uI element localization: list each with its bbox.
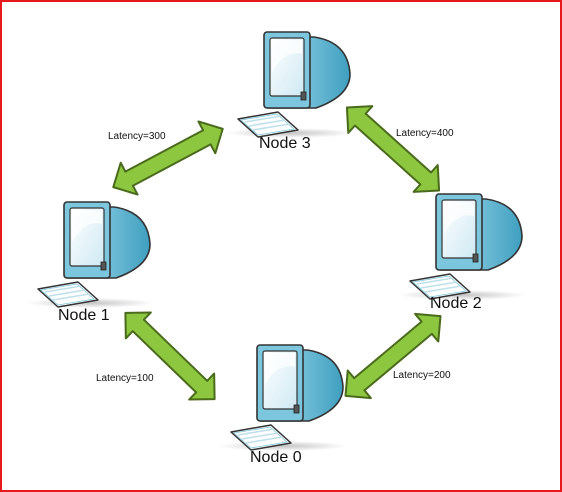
computer-icon-node1 (25, 201, 155, 309)
link-arrow-node3-node1 (22, 0, 222, 78)
latency-label-2-0: Latency=200 (393, 370, 451, 381)
double-arrow-icon-2-0 (344, 312, 442, 400)
node1-label: Node 1 (58, 307, 110, 324)
node3-label: Node 3 (259, 135, 311, 152)
double-arrow-icon-1-0 (124, 311, 216, 401)
node2-label: Node 2 (430, 295, 482, 312)
latency-label-3-2: Latency=400 (396, 128, 454, 139)
double-arrow-icon-3-2 (345, 105, 441, 193)
node0-label: Node 0 (250, 449, 302, 466)
computer-icon-node2 (397, 193, 527, 301)
computer-icon-node3 (225, 31, 355, 139)
latency-label-1-0: Latency=100 (96, 373, 154, 384)
latency-label-3-1: Latency=300 (108, 131, 166, 142)
computer-icon-node0 (218, 344, 348, 452)
double-arrow-icon-3-1 (112, 120, 224, 196)
